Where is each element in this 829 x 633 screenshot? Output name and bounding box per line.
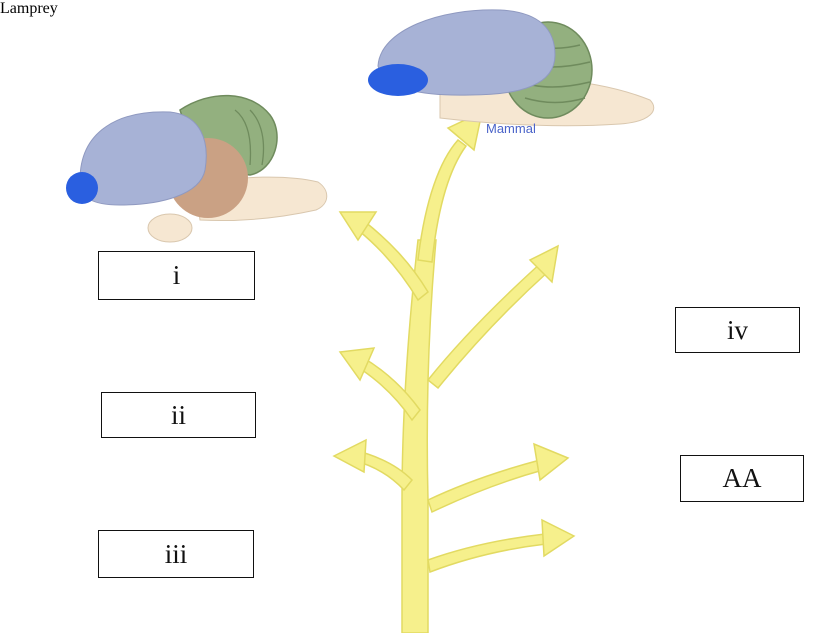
arrowhead-lamprey [542, 520, 574, 556]
evolution-tree [334, 112, 574, 633]
label-box-i: i [98, 251, 255, 300]
arrowhead-iii [334, 440, 366, 472]
branch-mammal [418, 140, 466, 262]
brain-i [66, 96, 327, 242]
branch-aa [428, 460, 543, 512]
branch-lamprey [428, 534, 546, 572]
label-box-iii: iii [98, 530, 254, 578]
label-box-ii: ii [101, 392, 256, 438]
arrowhead-aa [534, 444, 568, 480]
branch-iv [428, 262, 550, 388]
label-box-aa: AA [680, 455, 804, 502]
label-box-iv: iv [675, 307, 800, 353]
caption-mammal: Mammal [486, 121, 536, 136]
brain-mammal [368, 10, 654, 126]
